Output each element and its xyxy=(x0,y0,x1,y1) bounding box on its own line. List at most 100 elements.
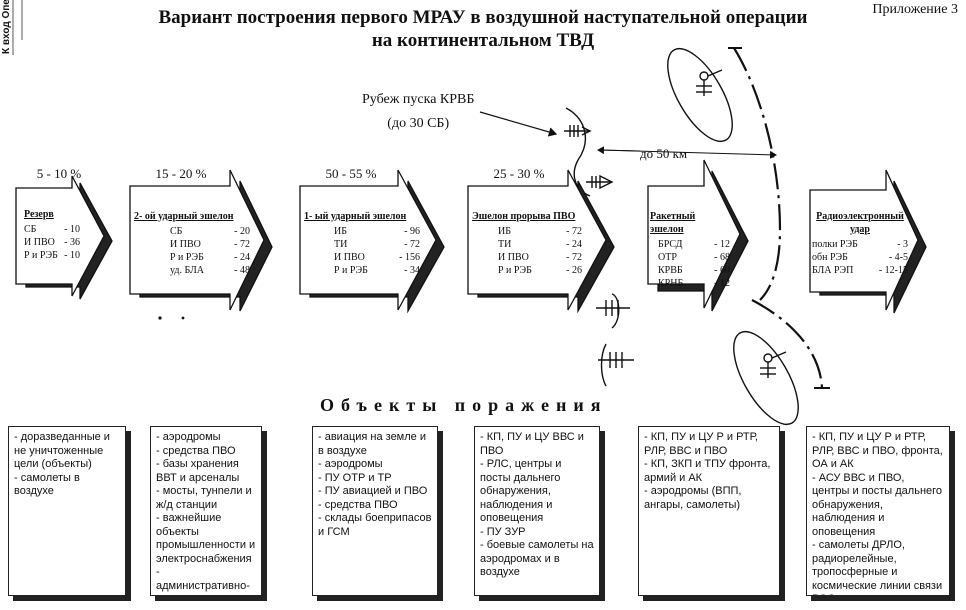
row-value: - 12-15 xyxy=(878,265,908,276)
row-value: - 24 xyxy=(234,252,250,263)
target-item: - средства ПВО xyxy=(318,498,398,511)
row-value: - 72 xyxy=(234,239,250,250)
row-value: - 10 xyxy=(64,250,80,261)
target-item: - авиация на земле и в воздухе xyxy=(318,431,426,457)
echelon-title: 2- ой ударный эшелон xyxy=(134,211,234,222)
side-fragment-label: К вход Опера xyxy=(0,0,26,60)
row-value: - 26 xyxy=(566,265,582,276)
target-item: - боевые самолеты на аэродромах и в возд… xyxy=(480,539,594,578)
target-item: - доразведанные и не уничтоженные цели (… xyxy=(14,431,110,470)
row-name: Р и РЭБ xyxy=(24,250,58,261)
echelon-title: 1- ый ударный эшелон xyxy=(304,211,407,222)
row-name: ИБ xyxy=(334,226,347,237)
targets-box-ew: - КП, ПУ и ЦУ Р и РТР, РЛР, ВВС и ПВО, ф… xyxy=(806,426,950,596)
row-name: Р и РЭБ xyxy=(498,265,532,276)
side-text: К вход Опера xyxy=(1,0,12,54)
launch-line-subtitle: (до 30 СБ) xyxy=(387,116,450,131)
row-value: - 60 xyxy=(714,265,730,276)
row-name: И ПВО xyxy=(498,252,529,263)
bomber-icon-1 xyxy=(564,125,592,137)
target-item: - базы хранения ВВТ и арсеналы xyxy=(156,458,240,484)
echelon-missile: Ракетный эшелон БРСД- 12 ОТР- 68 КРВБ- 6… xyxy=(650,210,730,290)
row-name: И ПВО xyxy=(170,239,201,250)
row-name: ИБ xyxy=(498,226,511,237)
target-item: - РЛС, центры и посты дальнего обнаружен… xyxy=(480,458,562,524)
target-item: - склады боеприпасов и ГСМ xyxy=(318,512,432,538)
target-item: - ПУ ЗУР xyxy=(480,525,526,538)
target-item: - ПУ ОТР и ТР xyxy=(318,471,392,484)
targets-box-reserve: - доразведанные и не уничтоженные цели (… xyxy=(8,426,126,596)
row-name: БЛА РЭП xyxy=(812,265,854,276)
aircraft-oval-lower xyxy=(733,330,799,426)
echelon-reserve: Резерв СБ- 10 И ПВО- 36 Р и РЭБ- 10 xyxy=(24,208,80,262)
targets-box-first: - авиация на земле и в воздухе - аэродро… xyxy=(312,426,438,596)
target-item: - аэродромы xyxy=(318,458,383,470)
row-name: КРНБ xyxy=(658,278,684,289)
row-name: Р и РЭБ xyxy=(170,252,204,263)
echelon-breakthrough: Эшелон прорыва ПВО ИБ- 72 ТИ- 24 И ПВО- … xyxy=(472,210,582,277)
distance-arrow-left xyxy=(597,146,641,155)
target-item: - административно-политические центры xyxy=(156,566,250,595)
launch-boundary-curve xyxy=(565,107,591,197)
appendix-label: Приложение 3 xyxy=(872,2,958,17)
title-line-1: Вариант построения первого МРАУ в воздуш… xyxy=(158,7,808,28)
target-item: - самолеты ДРЛО, радиорелейные, тропосфе… xyxy=(812,539,943,595)
echelon-first: 1- ый ударный эшелон ИБ- 96 ТИ- 72 И ПВО… xyxy=(304,210,420,277)
target-item: - средства ПВО xyxy=(156,444,236,457)
row-value: - 12 xyxy=(714,239,730,250)
target-item: - АСУ ВВС и ПВО, центры и посты дальнего… xyxy=(812,471,943,538)
row-value: - 68 xyxy=(714,252,730,263)
target-item: - КП, ПУ и ЦУ Р и РТР, РЛР, ВВС и ПВО, ф… xyxy=(812,431,943,470)
row-name: полки РЭБ xyxy=(812,239,858,250)
row-value: - 24 xyxy=(566,239,582,250)
row-value: - 4-5 xyxy=(888,252,908,263)
target-item: - аэродромы xyxy=(156,431,221,443)
row-name: И ПВО xyxy=(334,252,365,263)
row-name: СБ xyxy=(24,224,37,235)
echelon-percent-breakthrough: 25 - 30 % xyxy=(493,166,545,181)
echelon-second: 2- ой ударный эшелон СБ - 20 И ПВО - 72 Р … xyxy=(134,210,250,277)
row-name: ТИ xyxy=(498,239,512,250)
bomber-icon-4 xyxy=(598,343,634,387)
front-line-lower xyxy=(751,299,824,389)
echelon-title: Радиоэлектронный удар xyxy=(816,211,904,235)
page-title: Вариант построения первого МРАУ в воздуш… xyxy=(0,6,966,52)
targets-box-breakthrough: - КП, ПУ и ЦУ ВВС и ПВО - РЛС, центры и … xyxy=(474,426,600,596)
row-value: - 96 xyxy=(404,226,420,237)
targets-box-missile: - КП, ПУ и ЦУ Р и РТР, РЛР, ВВС и ПВО - … xyxy=(638,426,780,596)
row-value: - 10 xyxy=(64,224,80,235)
row-name: СБ xyxy=(170,226,183,237)
row-name: уд. БЛА xyxy=(170,265,204,276)
row-value: - 20 xyxy=(234,226,250,237)
targets-box-second: - аэродромы - средства ПВО - базы хранен… xyxy=(150,426,262,596)
title-line-2: на континентальном ТВД xyxy=(371,30,595,51)
target-item: - важнейшие объекты промышленности и эле… xyxy=(156,512,256,565)
row-value: - 36 xyxy=(64,237,80,248)
aircraft-oval-upper xyxy=(667,47,733,143)
echelon-percent-reserve: 5 - 10 % xyxy=(36,166,82,181)
row-name: обн РЭБ xyxy=(812,252,848,263)
row-value: - 12 xyxy=(714,278,730,289)
target-item: - самолеты в воздухе xyxy=(14,471,80,498)
echelon-ew: Радиоэлектронный удар полки РЭБ - 3 обн Р… xyxy=(812,210,908,277)
row-name: КРВБ xyxy=(658,265,683,276)
launch-line-title: Рубеж пуска КРВБ xyxy=(362,92,475,107)
launch-line-label: Рубеж пуска КРВБ (до 30 СБ) xyxy=(362,88,474,136)
front-line-upper xyxy=(733,47,782,301)
row-name: ТИ xyxy=(334,239,348,250)
target-item: - мосты, тунneли и ж/д станции xyxy=(156,485,252,511)
launch-pointer-arrow xyxy=(479,111,558,137)
targets-title: Объекты поражения xyxy=(320,395,608,415)
target-item: - ПУ авиацией и ПВО xyxy=(318,485,428,497)
row-name: И ПВО xyxy=(24,237,55,248)
row-value: - 72 xyxy=(566,252,582,263)
row-name: Р и РЭБ xyxy=(334,265,368,276)
row-value: - 3 xyxy=(897,239,908,250)
target-item: - аэродромы (ВПП, ангары, самолеты) xyxy=(644,485,742,511)
distance-label: до 50 км xyxy=(640,146,688,161)
target-item: - КП, ПУ и ЦУ Р и РТР, РЛР, ВВС и ПВО xyxy=(644,431,758,457)
row-name: БРСД xyxy=(658,239,683,250)
bomber-icon-3 xyxy=(596,293,630,329)
target-item: - КП, ЗКП и ТПУ фронта, армий и АК xyxy=(644,458,771,484)
echelon-percent-second: 15 - 20 % xyxy=(155,166,207,181)
